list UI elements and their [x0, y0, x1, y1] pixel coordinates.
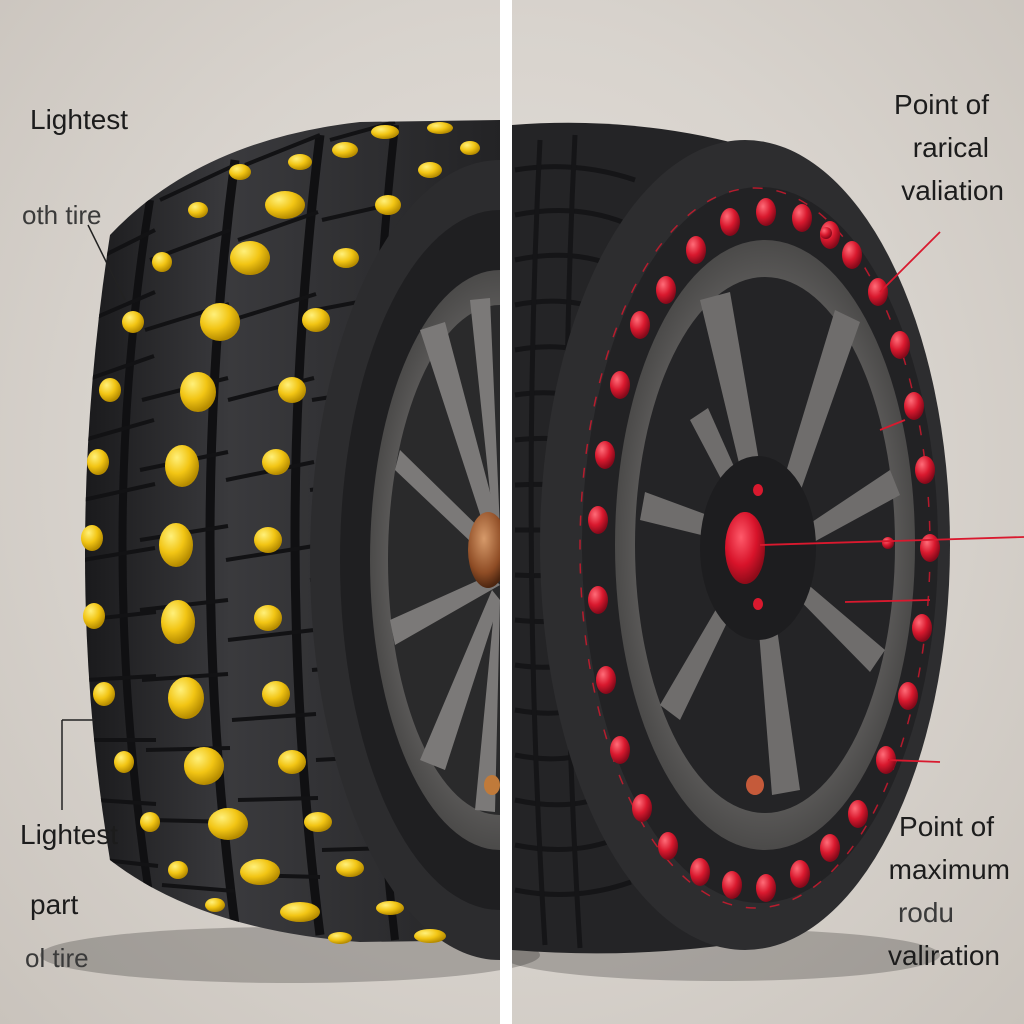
red-marker-dot — [904, 392, 924, 420]
yellow-marker-dot — [328, 932, 352, 944]
red-marker-dot — [820, 834, 840, 862]
red-marker-dot — [588, 586, 608, 614]
yellow-marker-dot — [262, 681, 290, 707]
left-top-title: Lightest — [30, 104, 129, 135]
yellow-marker-dot — [180, 372, 216, 412]
yellow-marker-dot — [122, 311, 144, 333]
yellow-marker-dot — [278, 750, 306, 774]
red-marker-dot — [658, 832, 678, 860]
yellow-marker-dot — [371, 125, 399, 139]
red-marker-dot — [720, 208, 740, 236]
yellow-marker-dot — [414, 929, 446, 943]
yellow-marker-dot — [208, 808, 248, 840]
yellow-marker-dot — [184, 747, 224, 785]
left-bottom-line2: part — [30, 889, 79, 920]
red-marker-dot — [842, 241, 862, 269]
yellow-marker-dot — [418, 162, 442, 178]
yellow-marker-dot — [254, 605, 282, 631]
red-marker-dot — [820, 227, 832, 239]
right-bottom-line1: Point of — [899, 811, 994, 842]
yellow-marker-dot — [188, 202, 208, 218]
yellow-marker-dot — [262, 449, 290, 475]
red-marker-dot — [868, 278, 888, 306]
red-marker-dot — [898, 682, 918, 710]
yellow-marker-dot — [168, 861, 188, 879]
yellow-marker-dot — [83, 603, 105, 629]
red-marker-dot — [920, 534, 940, 562]
yellow-marker-dot — [230, 241, 270, 275]
left-hub-cap — [468, 512, 500, 588]
red-marker-dot — [686, 236, 706, 264]
yellow-marker-dot — [93, 682, 115, 706]
red-marker-dot — [690, 858, 710, 886]
red-marker-dot — [596, 666, 616, 694]
left-top-subtitle: oth tire — [22, 200, 102, 230]
red-marker-dot — [610, 371, 630, 399]
red-marker-dot — [912, 614, 932, 642]
yellow-marker-dot — [81, 525, 103, 551]
red-marker-dot — [915, 456, 935, 484]
red-marker-dot — [632, 794, 652, 822]
yellow-marker-dot — [240, 859, 280, 885]
left-leader-lines — [61, 224, 126, 810]
red-marker-dot — [588, 506, 608, 534]
red-markers — [588, 198, 940, 902]
red-marker-dot — [848, 800, 868, 828]
left-rim-spokes — [390, 298, 500, 812]
yellow-marker-dot — [159, 523, 193, 567]
red-marker-dot — [876, 746, 896, 774]
red-marker-dot — [595, 441, 615, 469]
yellow-marker-dot — [336, 859, 364, 877]
left-bottom-line3: ol tire — [25, 943, 89, 973]
right-tire — [512, 122, 950, 954]
right-top-line3: valiation — [901, 175, 1004, 206]
right-hub-cap — [725, 512, 765, 584]
right-bottom-line2: maximum — [888, 854, 1010, 885]
yellow-marker-dot — [114, 751, 134, 773]
yellow-marker-dot — [376, 901, 404, 915]
red-marker-dot — [610, 736, 630, 764]
red-marker-dot — [882, 537, 894, 549]
yellow-marker-dot — [152, 252, 172, 272]
left-bottom-line1: Lightest — [20, 819, 119, 850]
yellow-marker-dot — [304, 812, 332, 832]
red-marker-dot — [890, 331, 910, 359]
yellow-marker-dot — [99, 378, 121, 402]
red-marker-dot — [756, 874, 776, 902]
yellow-marker-dot — [332, 142, 358, 158]
yellow-marker-dot — [229, 164, 251, 180]
yellow-markers — [81, 122, 480, 944]
red-marker-dot — [792, 204, 812, 232]
yellow-marker-dot — [200, 303, 240, 341]
yellow-marker-dot — [280, 902, 320, 922]
red-marker-dot — [656, 276, 676, 304]
right-bottom-line3: rodu — [897, 897, 954, 928]
center-divider — [500, 0, 512, 1024]
yellow-marker-dot — [427, 122, 453, 134]
yellow-marker-dot — [254, 527, 282, 553]
yellow-marker-dot — [140, 812, 160, 832]
right-leader-lines — [759, 231, 1024, 763]
yellow-marker-dot — [278, 377, 306, 403]
right-top-line1: Point of — [894, 89, 989, 120]
red-marker-dot — [722, 871, 742, 899]
red-marker-dot — [790, 860, 810, 888]
yellow-marker-dot — [302, 308, 330, 332]
red-marker-dot — [756, 198, 776, 226]
red-marker-dot — [630, 311, 650, 339]
yellow-marker-dot — [168, 677, 204, 719]
yellow-marker-dot — [161, 600, 195, 644]
right-bottom-line4: valiration — [887, 940, 1000, 971]
yellow-marker-dot — [460, 141, 480, 155]
yellow-marker-dot — [288, 154, 312, 170]
yellow-marker-dot — [205, 898, 225, 912]
right-top-line2: rarical — [912, 132, 989, 163]
yellow-marker-dot — [265, 191, 305, 219]
yellow-marker-dot — [87, 449, 109, 475]
yellow-marker-dot — [165, 445, 199, 487]
yellow-marker-dot — [375, 195, 401, 215]
yellow-marker-dot — [333, 248, 359, 268]
